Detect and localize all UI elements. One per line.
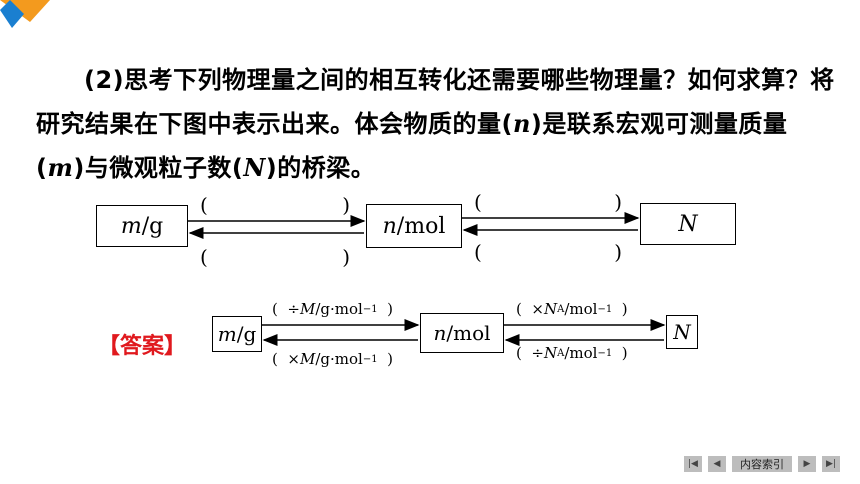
answer-top-left: ( ÷M/g·mol−1 ) [272,300,393,318]
answer-box-particles: N [666,315,698,349]
answer-box-mass: m/g [212,316,262,352]
box-particles: N [640,203,736,245]
answer-box-amount: n/mol [420,313,504,353]
content-index-button[interactable]: 内容索引 [732,456,792,472]
blank-top-right: () [474,190,622,214]
question-number: (2) [84,66,125,94]
first-slide-button[interactable]: |◀ [684,456,702,472]
answer-bottom-left: ( ×M/g·mol−1 ) [272,350,393,368]
slide-nav: |◀ ◀ 内容索引 ▶ ▶| [684,456,840,472]
blank-bottom-left: () [200,245,350,269]
answer-label: 【答案】 [98,334,187,359]
question-paragraph: (2)思考下列物理量之间的相互转化还需要哪些物理量？如何求算？将研究结果在下图中… [36,66,835,182]
prev-slide-button[interactable]: ◀ [708,456,726,472]
last-slide-button[interactable]: ▶| [822,456,840,472]
next-slide-button[interactable]: ▶ [798,456,816,472]
symbol-m: m [47,153,74,182]
blank-bottom-right: () [474,240,622,264]
box-mass: m/g [96,205,188,247]
corner-decoration [0,0,50,28]
box-amount: n/mol [366,204,462,248]
symbol-N: N [243,153,266,182]
blank-top-left: () [200,193,350,217]
symbol-n: n [512,109,531,138]
